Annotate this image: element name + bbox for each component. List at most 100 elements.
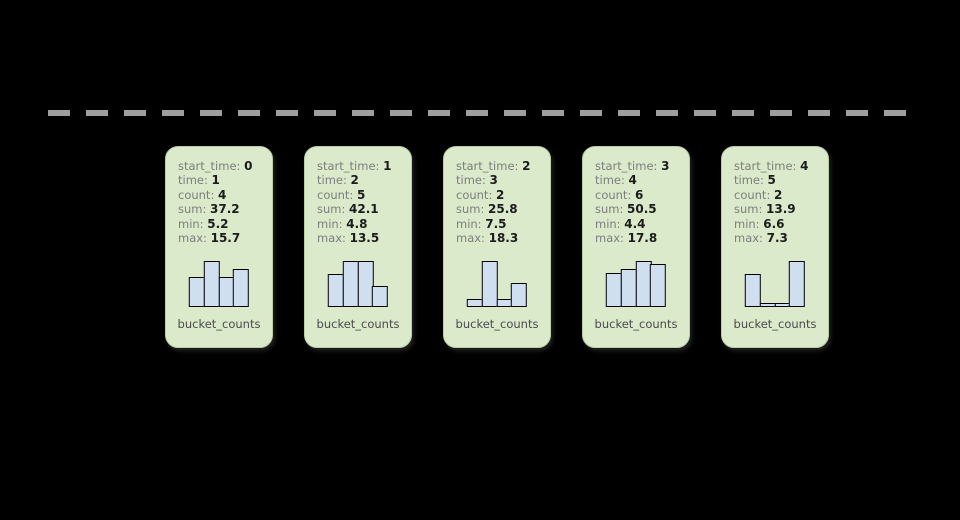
bucket-counts-histogram	[744, 261, 806, 307]
field-row-count: count: 6	[595, 188, 679, 202]
field-key-time: time:	[456, 173, 486, 188]
field-row-max: max: 7.3	[734, 231, 818, 245]
histogram-label: bucket_counts	[733, 317, 817, 331]
field-key-sum: sum:	[595, 202, 624, 217]
field-row-min: min: 5.2	[178, 217, 262, 231]
histogram-bar	[496, 298, 513, 307]
histogram-bar	[372, 285, 389, 307]
field-row-time: time: 4	[595, 173, 679, 187]
field-value-min: 5.2	[207, 216, 229, 231]
histogram-bar	[342, 261, 359, 307]
field-key-time: time:	[595, 173, 625, 188]
bucket-counts-histogram	[466, 261, 528, 307]
field-key-time: time:	[734, 173, 764, 188]
field-key-count: count:	[456, 187, 493, 202]
bucket-counts-histogram	[605, 261, 667, 307]
histogram-bar	[357, 261, 374, 307]
field-row-min: min: 4.8	[317, 217, 401, 231]
histogram-bar	[744, 273, 761, 307]
histogram-bar	[203, 261, 220, 307]
field-row-count: count: 5	[317, 188, 401, 202]
field-key-min: min:	[317, 216, 343, 231]
histogram-area	[166, 245, 272, 317]
dashed-divider	[48, 110, 914, 116]
field-value-time: 3	[489, 173, 498, 188]
field-value-start-time: 3	[661, 159, 670, 173]
field-row-max: max: 13.5	[317, 231, 401, 245]
field-value-sum: 13.9	[766, 202, 796, 217]
field-key-max: max:	[456, 231, 485, 246]
field-key-time: time:	[317, 173, 347, 188]
field-row-time: time: 1	[178, 173, 262, 187]
field-row-time: time: 3	[456, 173, 540, 187]
field-key-time: time:	[178, 173, 208, 188]
field-key-sum: sum:	[734, 202, 763, 217]
field-value-sum: 50.5	[627, 202, 657, 217]
field-value-count: 2	[773, 187, 783, 202]
field-value-start-time: 0	[244, 159, 253, 173]
field-value-min: 6.6	[763, 216, 785, 231]
field-row-sum: sum: 50.5	[595, 202, 679, 216]
field-key-max: max:	[734, 231, 763, 246]
field-value-sum: 42.1	[349, 202, 379, 217]
histogram-bar	[188, 277, 205, 307]
bucket-counts-histogram	[188, 261, 250, 307]
field-value-max: 7.3	[766, 231, 788, 246]
field-row-start-time: start_time: 1	[317, 159, 401, 173]
field-value-count: 2	[495, 187, 505, 202]
histogram-bar	[481, 261, 498, 307]
field-value-count: 4	[217, 187, 227, 202]
field-row-count: count: 2	[734, 188, 818, 202]
field-key-count: count:	[595, 187, 632, 202]
histogram-area	[444, 245, 550, 317]
field-value-start-time: 4	[800, 159, 809, 173]
histogram-bar	[774, 303, 791, 307]
field-value-sum: 37.2	[210, 202, 240, 217]
field-row-sum: sum: 25.8	[456, 202, 540, 216]
field-key-min: min:	[456, 216, 482, 231]
field-row-count: count: 4	[178, 188, 262, 202]
field-row-max: max: 18.3	[456, 231, 540, 245]
field-key-start-time: start_time:	[456, 159, 519, 173]
bucket-counts-histogram	[327, 261, 389, 307]
field-row-start-time: start_time: 4	[734, 159, 818, 173]
field-row-min: min: 4.4	[595, 217, 679, 231]
field-row-min: min: 6.6	[734, 217, 818, 231]
histogram-bar	[759, 303, 776, 307]
field-key-count: count:	[734, 187, 771, 202]
field-key-min: min:	[178, 216, 204, 231]
field-key-min: min:	[595, 216, 621, 231]
field-value-min: 4.8	[346, 216, 368, 231]
histogram-bar	[233, 269, 250, 307]
field-value-max: 13.5	[349, 231, 380, 246]
field-value-count: 5	[356, 187, 366, 202]
histogram-area	[305, 245, 411, 317]
field-key-max: max:	[317, 231, 346, 246]
field-value-min: 4.4	[624, 216, 646, 231]
field-key-max: max:	[595, 231, 624, 246]
field-row-start-time: start_time: 0	[178, 159, 262, 173]
histogram-label: bucket_counts	[455, 317, 539, 331]
field-row-sum: sum: 37.2	[178, 202, 262, 216]
histogram-label: bucket_counts	[316, 317, 400, 331]
field-value-count: 6	[634, 187, 644, 202]
field-key-start-time: start_time:	[317, 159, 380, 173]
field-row-min: min: 7.5	[456, 217, 540, 231]
field-key-sum: sum:	[178, 202, 207, 217]
field-value-max: 18.3	[488, 231, 519, 246]
field-key-min: min:	[734, 216, 760, 231]
field-key-start-time: start_time:	[734, 159, 797, 173]
histogram-bar	[789, 261, 806, 307]
field-key-count: count:	[317, 187, 354, 202]
field-key-max: max:	[178, 231, 207, 246]
field-key-sum: sum:	[456, 202, 485, 217]
